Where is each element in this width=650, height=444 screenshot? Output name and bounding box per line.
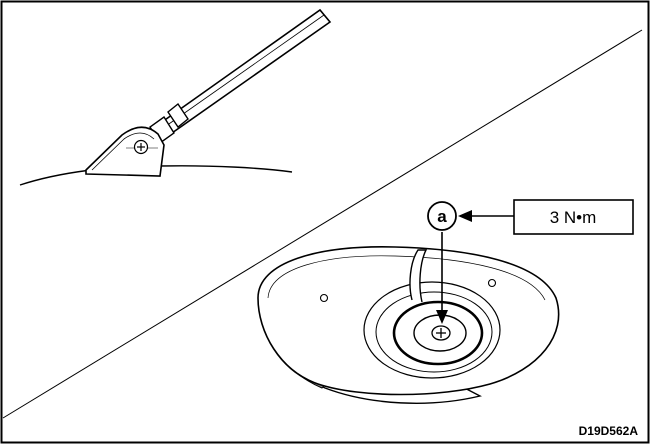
phillips-screw-icon <box>431 325 451 341</box>
callout-letter: a <box>437 207 447 226</box>
torque-callout: a 3 N•m <box>427 199 634 324</box>
figure-code: D19D562A <box>579 424 639 438</box>
mounting-hole-right <box>487 278 497 288</box>
lower-view-base <box>257 246 560 404</box>
phillips-screw-icon <box>133 139 149 155</box>
callout-letter-circle <box>427 201 457 231</box>
antenna-mast <box>149 8 332 145</box>
callout-arrowhead-left <box>458 210 472 222</box>
callout-arrowhead-down <box>436 310 448 324</box>
antenna-base <box>85 126 165 177</box>
upper-view-antenna <box>19 8 332 186</box>
torque-value-box <box>513 199 634 235</box>
torque-value-label: 3 N•m <box>550 208 597 227</box>
view-divider-line <box>2 29 643 419</box>
mounting-hole-left <box>319 293 329 303</box>
base-plate-inner-edge <box>267 255 546 301</box>
antenna-cable <box>409 249 428 303</box>
